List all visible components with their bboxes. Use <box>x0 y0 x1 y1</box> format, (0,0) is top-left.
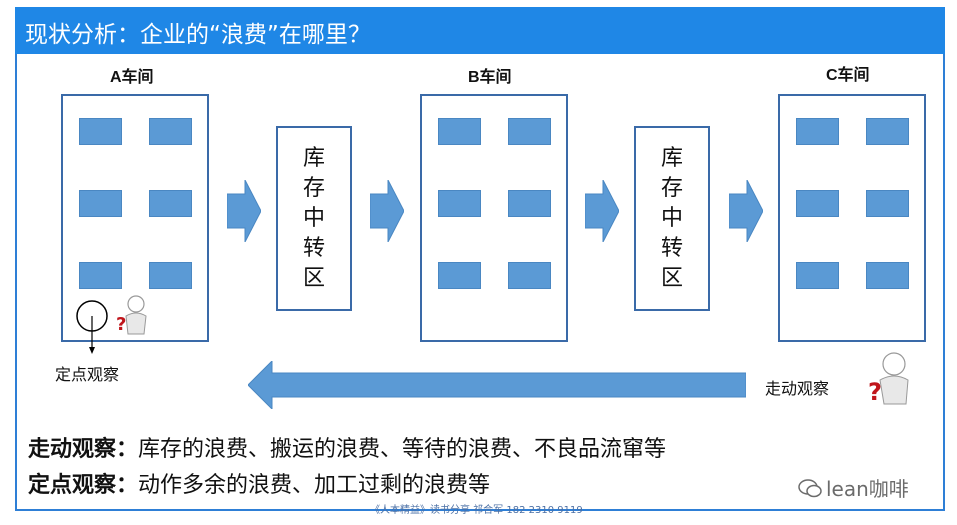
machine <box>866 118 909 145</box>
header-bar: 现状分析：企业的“浪费”在哪里？ <box>15 7 945 54</box>
buffer-char: 库 <box>660 145 683 171</box>
machine <box>508 262 551 289</box>
machine <box>796 118 839 145</box>
line-text: 库存的浪费、搬运的浪费、等待的浪费、不良品流窜等 <box>138 437 667 462</box>
buffer-char: 区 <box>302 265 325 291</box>
buffer-char: 转 <box>660 235 683 261</box>
buffer-char: 库 <box>302 145 325 171</box>
buffer-zone-2: 库 存 中 转 区 <box>634 126 710 311</box>
machine <box>79 262 122 289</box>
line-text: 动作多余的浪费、加工过剩的浪费等 <box>138 473 491 498</box>
machine <box>149 262 192 289</box>
flow-arrow-right <box>370 180 404 242</box>
buffer-char: 中 <box>660 205 683 231</box>
watermark: lean咖啡 <box>798 473 909 502</box>
machine <box>438 262 481 289</box>
machine <box>866 190 909 217</box>
buffer-char: 存 <box>302 175 325 201</box>
line-key: 走动观察： <box>28 437 139 462</box>
flow-arrow-right <box>729 180 763 242</box>
page-title: 现状分析：企业的“浪费”在哪里？ <box>25 22 371 48</box>
workshop-b-box <box>420 94 568 342</box>
workshop-c-box <box>778 94 926 342</box>
walking-observation-line: 走动观察：库存的浪费、搬运的浪费、等待的浪费、不良品流窜等 <box>28 431 666 463</box>
machine <box>796 262 839 289</box>
machine <box>438 190 481 217</box>
flow-arrow-right <box>227 180 261 242</box>
workshop-b-label: B车间 <box>468 69 512 86</box>
buffer-char: 存 <box>660 175 683 201</box>
watermark-text: lean咖啡 <box>826 477 909 501</box>
machine <box>149 118 192 145</box>
buffer-char: 区 <box>660 265 683 291</box>
fixed-point-note: 定点观察 <box>55 365 120 384</box>
machine <box>149 190 192 217</box>
machine <box>438 118 481 145</box>
svg-text:?: ? <box>116 314 126 335</box>
thinking-person-icon: ? <box>868 352 909 406</box>
workshop-a-label: A车间 <box>110 69 154 86</box>
machine <box>79 190 122 217</box>
footer-credit: 《人本精益》读书分享 祁合军 182 2310 9119 <box>370 505 583 516</box>
buffer-char: 转 <box>302 235 325 261</box>
buffer-zone-1: 库 存 中 转 区 <box>276 126 352 311</box>
machine <box>79 118 122 145</box>
machine <box>866 262 909 289</box>
walking-note: 走动观察 <box>765 379 830 398</box>
buffer-char: 中 <box>302 205 325 231</box>
wechat-icon <box>798 478 822 497</box>
machine <box>508 118 551 145</box>
machine <box>508 190 551 217</box>
fixed-observation-line: 定点观察：动作多余的浪费、加工过剩的浪费等 <box>28 467 490 499</box>
machine <box>796 190 839 217</box>
observation-point-icon <box>76 300 108 354</box>
workshop-c-label: C车间 <box>826 67 870 84</box>
return-arrow-left <box>248 361 746 409</box>
flow-arrow-right <box>585 180 619 242</box>
thinking-person-icon: ? <box>116 295 147 335</box>
line-key: 定点观察： <box>28 473 139 498</box>
svg-text:?: ? <box>868 378 882 406</box>
